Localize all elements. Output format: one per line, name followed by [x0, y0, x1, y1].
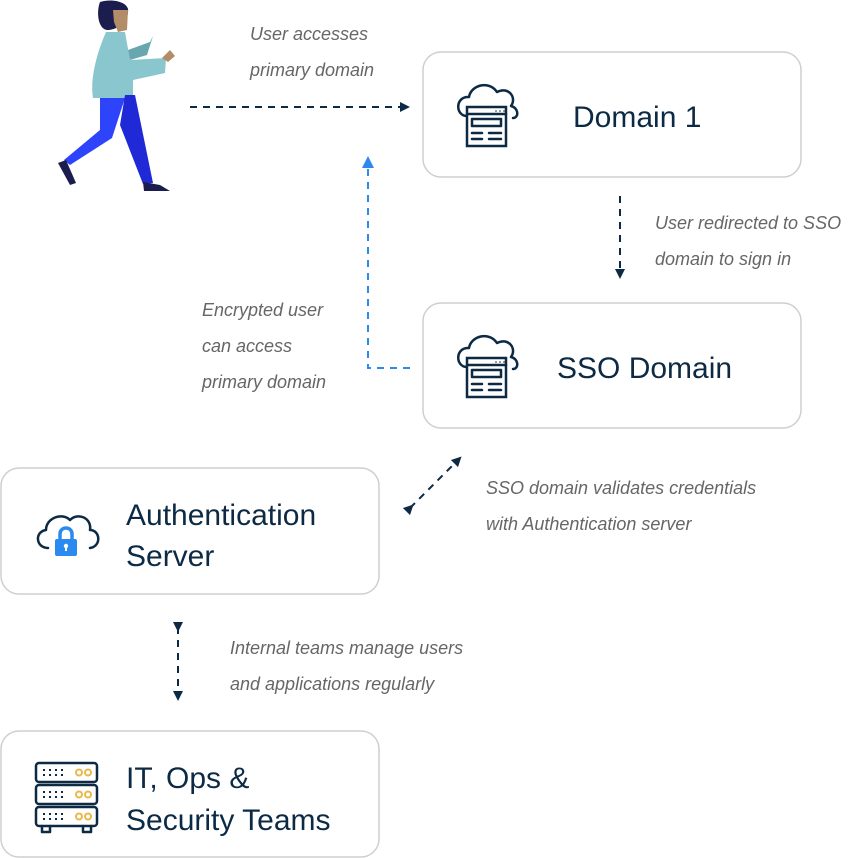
server-rack-icon	[34, 761, 99, 834]
note-access: User accesses primary domain	[249, 24, 374, 80]
teams-title-line1: IT, Ops &	[126, 762, 249, 795]
auth-server-title-line2: Server	[126, 540, 214, 573]
svg-text:domain to sign in: domain to sign in	[655, 249, 791, 269]
arrow-sso-to-domain1	[362, 156, 410, 369]
cloud-lock-icon	[36, 515, 100, 556]
svg-text:can access: can access	[202, 336, 292, 356]
note-manage: Internal teams manage users and applicat…	[230, 638, 463, 694]
svg-text:User redirected to SSO: User redirected to SSO	[655, 213, 841, 233]
svg-text:Encrypted user: Encrypted user	[202, 300, 324, 320]
cloud-browser-icon	[457, 334, 519, 399]
auth-server-box	[0, 467, 380, 595]
sso-domain-title: SSO Domain	[557, 352, 732, 385]
svg-text:Internal teams manage users: Internal teams manage users	[230, 638, 463, 658]
svg-text:primary domain: primary domain	[249, 60, 374, 80]
svg-text:primary domain: primary domain	[201, 372, 326, 392]
svg-text:with Authentication server: with Authentication server	[486, 514, 692, 534]
note-encrypted: Encrypted user can access primary domain	[201, 300, 326, 392]
note-redirect: User redirected to SSO domain to sign in	[655, 213, 841, 269]
svg-text:SSO domain validates credentia: SSO domain validates credentials	[486, 478, 756, 498]
domain1-box	[422, 51, 802, 178]
domain1-title: Domain 1	[573, 101, 701, 134]
auth-server-title-line1: Authentication	[126, 499, 316, 532]
cloud-browser-icon	[457, 83, 519, 148]
sso-domain-box	[422, 302, 802, 429]
user-illustration	[58, 0, 175, 191]
note-validate: SSO domain validates credentials with Au…	[486, 478, 756, 534]
svg-text:User accesses: User accesses	[250, 24, 368, 44]
arrow-sso-auth-bidirectional	[402, 456, 462, 516]
svg-text:and applications regularly: and applications regularly	[230, 674, 435, 694]
teams-title-line2: Security Teams	[126, 804, 331, 837]
